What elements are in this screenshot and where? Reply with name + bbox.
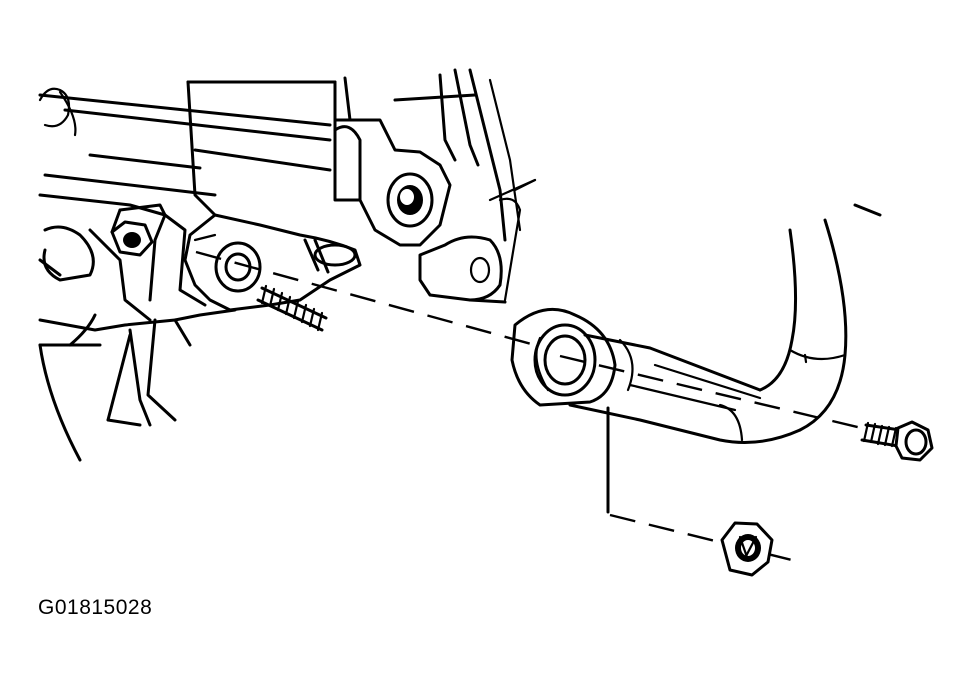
exhaust-pipe: [568, 203, 882, 444]
stud-alignment-line: [195, 250, 536, 347]
flange-nut: [720, 521, 774, 577]
manifold-stud: [256, 284, 328, 332]
figure-id-label: G01815028: [38, 596, 153, 619]
exhaust-manifold-flange: [148, 213, 362, 312]
pipe-bracket-bolt: [860, 420, 934, 462]
pipe-flange: [510, 307, 617, 407]
engine-block: [38, 68, 537, 462]
